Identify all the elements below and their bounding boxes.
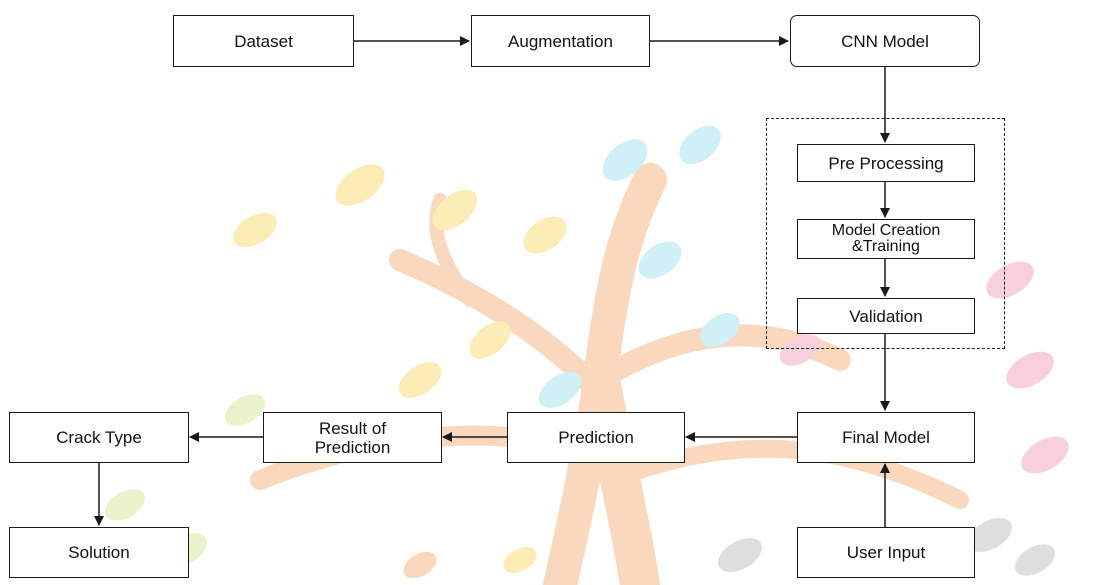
- cnn-model-node: CNN Model: [790, 15, 980, 67]
- prediction-node: Prediction: [507, 412, 685, 463]
- validation-label: Validation: [849, 306, 923, 326]
- dataset-node: Dataset: [173, 15, 354, 67]
- model-creation-label-line2: &Training: [852, 238, 920, 255]
- dataset-label: Dataset: [234, 31, 293, 51]
- validation-node: Validation: [797, 298, 975, 334]
- result-label-line1: Result of: [318, 418, 387, 438]
- solution-node: Solution: [9, 527, 189, 578]
- model-creation-training-node: Model Creation &Training: [797, 219, 975, 259]
- solution-label: Solution: [68, 543, 130, 562]
- final-model-label: Final Model: [842, 428, 930, 447]
- user-input-label: User Input: [846, 543, 926, 562]
- pre-processing-node: Pre Processing: [797, 144, 975, 182]
- pre-processing-label: Pre Processing: [828, 153, 944, 173]
- augmentation-label: Augmentation: [508, 31, 613, 51]
- final-model-node: Final Model: [797, 412, 975, 463]
- model-creation-label-line1: Model Creation: [831, 222, 941, 239]
- augmentation-node: Augmentation: [471, 15, 650, 67]
- prediction-label: Prediction: [558, 428, 634, 447]
- cnn-model-label: CNN Model: [841, 31, 929, 51]
- crack-type-label: Crack Type: [56, 428, 142, 447]
- result-label-line2: Prediction: [314, 437, 391, 457]
- user-input-node: User Input: [797, 527, 975, 578]
- crack-type-node: Crack Type: [9, 412, 189, 463]
- result-of-prediction-node: Result of Prediction: [263, 412, 442, 463]
- training-pipeline-group: [766, 118, 1005, 349]
